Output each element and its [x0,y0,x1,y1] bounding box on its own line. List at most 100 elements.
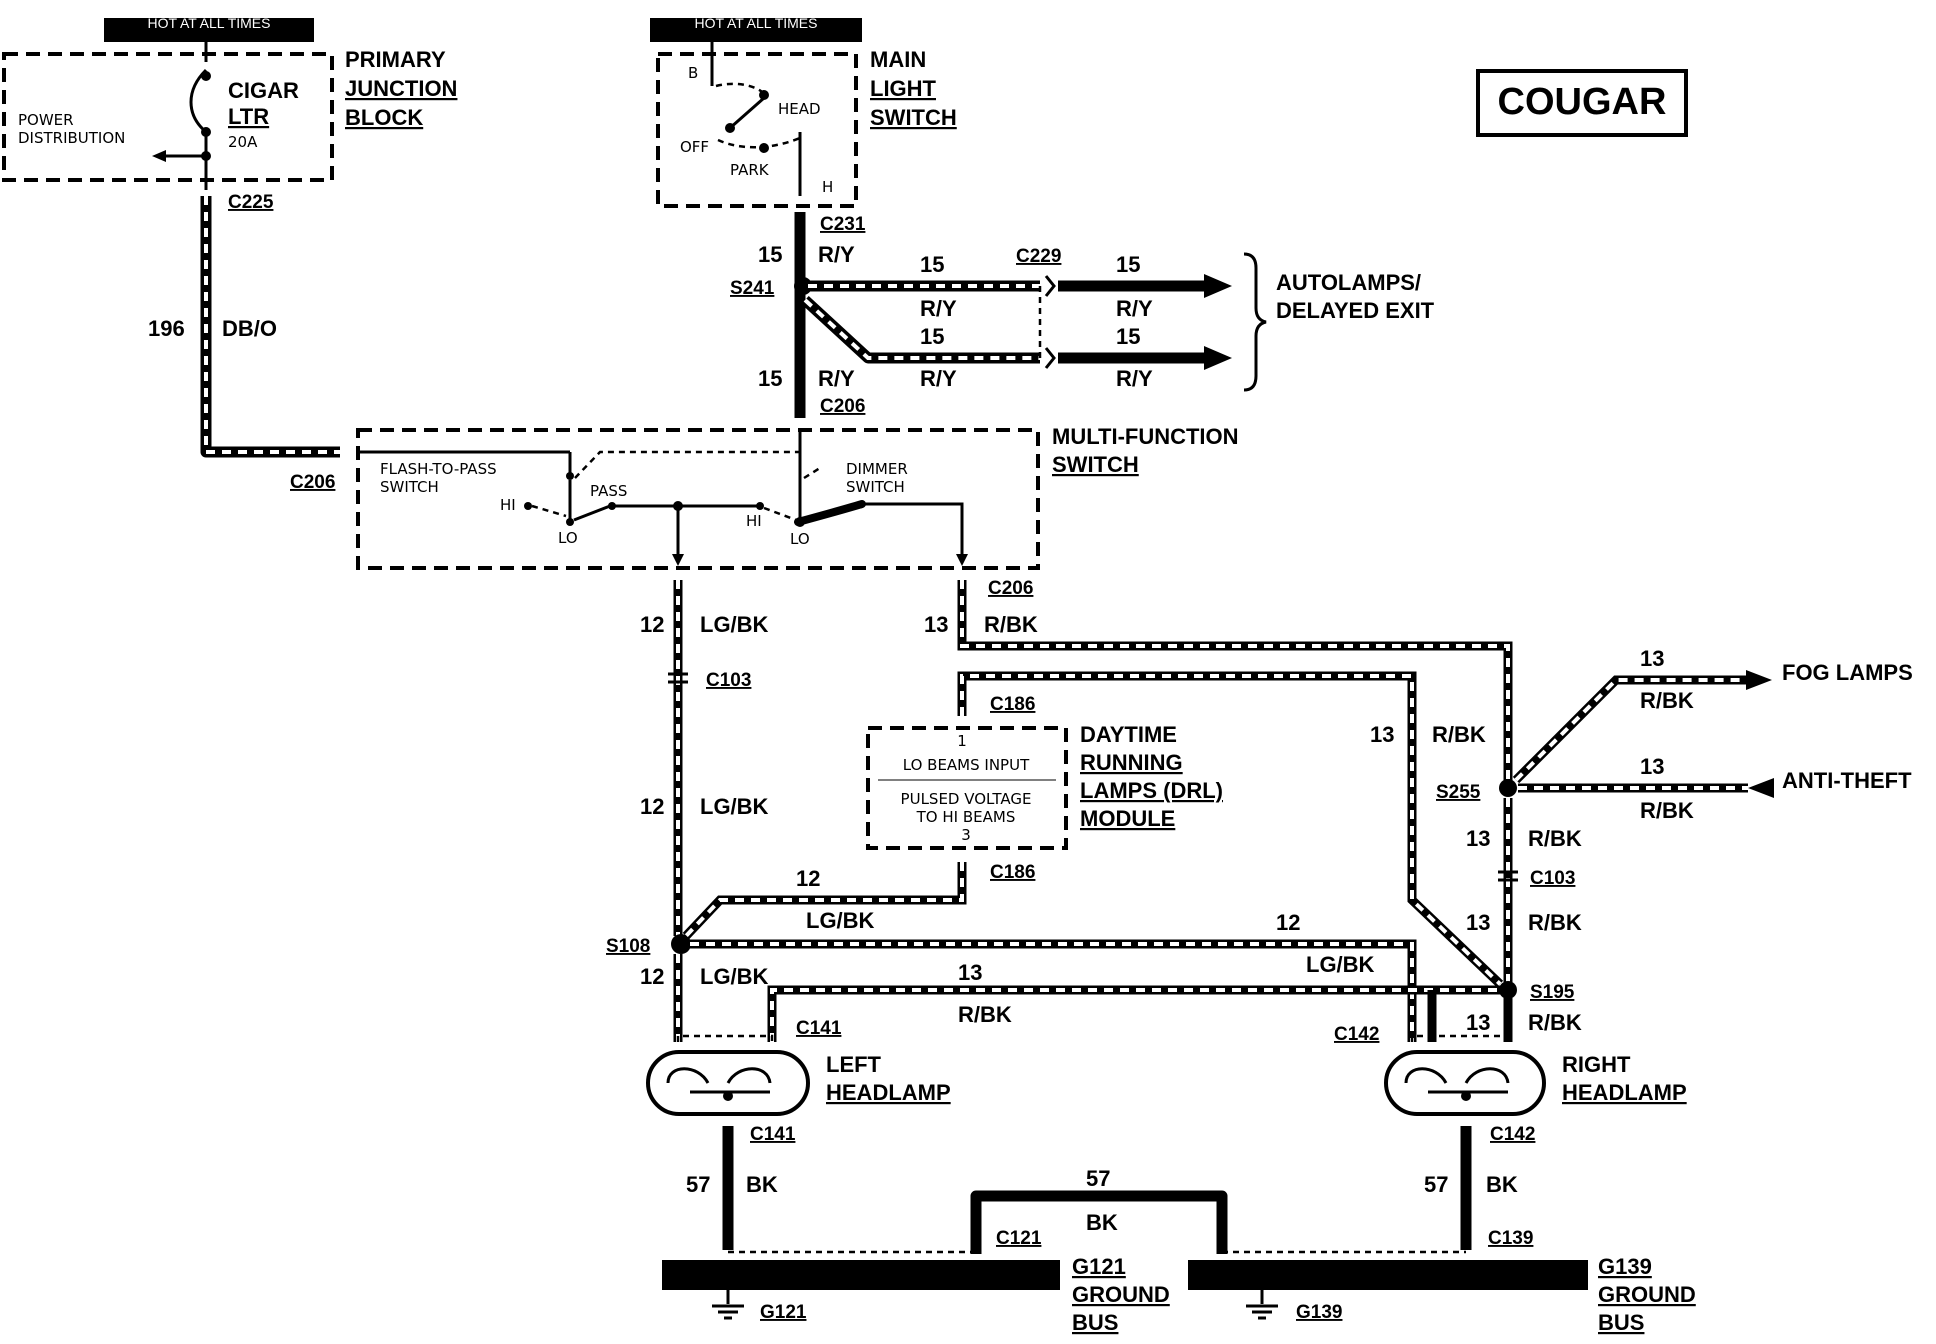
circuit-12-c: 12 [796,866,820,891]
color-db-o: DB/O [222,316,277,341]
circuit-57-link: 57 [1086,1166,1110,1191]
color-r-y-u1: R/Y [920,296,957,321]
dimmer-label-1: DIMMER [846,460,908,478]
s255-label: S255 [1436,782,1481,803]
drl-pin3-label-2: TO HI BEAMS [916,808,1016,826]
wire-12-s108-right-stripe [690,942,1414,1042]
wire-13-drl-in-stripe [960,674,1502,986]
mfs-out-r-bk-arrow [956,554,968,566]
terminal-off: OFF [680,138,709,156]
color-r-bk-e: R/BK [1528,910,1582,935]
wire-13-r-bk-top-stripe [960,580,1510,782]
circuit-13-a: 13 [924,612,948,637]
left-headlamp-top-connector [676,1034,774,1042]
cigar-label: CIGAR [228,78,299,103]
mfs-label-2: SWITCH [1052,452,1139,477]
title: COUGAR [1498,81,1667,123]
s195-label: S195 [1530,982,1575,1003]
right-headlamp-label-1: RIGHT [1562,1052,1631,1077]
circuit-15-top: 15 [758,242,782,267]
main-light-label-3: SWITCH [870,105,957,130]
left-headlamp-ground-pin [723,1091,733,1101]
color-r-bk-c: R/BK [958,1002,1012,1027]
hot-label-left: HOT AT ALL TIMES [148,15,271,31]
color-bk-link: BK [1086,1210,1118,1235]
multi-function-switch-box [356,428,1040,570]
primary-junction-label-2: JUNCTION [345,76,457,101]
color-lg-bk-e: LG/BK [700,964,769,989]
dimmer-label-2: SWITCH [846,478,905,496]
fog-lamps-label: FOG LAMPS [1782,660,1913,685]
ltr-label: LTR [228,104,269,129]
fuse-terminal-top [201,71,211,81]
arrow-upper-out [1204,274,1232,298]
drl-pin1: 1 [957,732,967,750]
wire-13-fog-lamps-stripe [1514,678,1748,782]
circuit-12-d: 12 [1276,910,1300,935]
drl-label-2: RUNNING [1080,750,1183,775]
c103-connector-left [668,672,688,684]
ftp-lo-contact [566,518,574,526]
drl-pin3-label-1: PULSED VOLTAGE [901,790,1032,808]
circuit-12-e: 12 [640,964,664,989]
pass-label: PASS [590,482,627,500]
g139-bus-label-1: G139 [1598,1254,1652,1279]
ftp-hi-contact [524,502,532,510]
dimmer-blade [794,500,866,526]
color-r-y-l1: R/Y [920,366,957,391]
g121-bus-label-2: GROUND [1072,1282,1170,1307]
terminal-h: H [822,178,833,196]
power-distribution-label-1: POWER [18,111,74,129]
circuit-15-l2: 15 [1116,324,1140,349]
drl-label-3: LAMPS (DRL) [1080,778,1223,803]
ftp-lo-label: LO [558,529,578,547]
dimmer-hi-contact [756,502,764,510]
color-bk-left: BK [746,1172,778,1197]
c141-label-top: C141 [796,1018,842,1039]
splice-s255 [1499,779,1517,797]
dimmer-lo-label: LO [790,530,810,548]
c142-label-top: C142 [1334,1024,1379,1045]
c225-label: C225 [228,192,274,213]
autolamps-label-2: DELAYED EXIT [1276,298,1435,323]
right-headlamp-ground-pin [1461,1091,1471,1101]
c186-label-top: C186 [990,694,1035,715]
power-distribution-label-2: DISTRIBUTION [18,129,125,147]
anti-theft-label: ANTI-THEFT [1782,768,1912,793]
wire-12-drl-out-stripe [684,862,964,938]
autolamps-label-1: AUTOLAMPS/ [1276,270,1421,295]
mfs-label-1: MULTI-FUNCTION [1052,424,1239,449]
circuit-196: 196 [148,316,185,341]
circuit-15-u2: 15 [1116,252,1140,277]
left-headlamp-label-1: LEFT [826,1052,882,1077]
ftp-to-pass [573,504,611,522]
circuit-13-fog: 13 [1640,646,1664,671]
primary-junction-label-1: PRIMARY [345,47,446,72]
color-lg-bk-b: LG/BK [700,794,769,819]
splice-s241 [794,277,812,295]
main-light-label-2: LIGHT [870,76,937,101]
color-r-bk-anti: R/BK [1640,798,1694,823]
c229-label: C229 [1016,246,1061,267]
c103-connector-right [1498,870,1518,882]
switch-b-dashed [715,82,766,95]
circuit-57-right: 57 [1424,1172,1448,1197]
color-r-y-top: R/Y [818,242,855,267]
hot-bar-right [650,18,862,42]
g121-ground-icon [712,1290,744,1320]
circuit-13-c: 13 [958,960,982,985]
right-headlamp-top-connector [1410,1034,1510,1042]
g139-label: G139 [1296,1302,1342,1323]
main-light-label-1: MAIN [870,47,926,72]
mfs-out-r-bk [862,502,964,562]
drl-pin1-label: LO BEAMS INPUT [903,756,1030,774]
g121-bus-label-1: G121 [1072,1254,1126,1279]
circuit-13-f: 13 [1466,1010,1490,1035]
splice-s108 [671,934,691,954]
circuit-13-d: 13 [1466,826,1490,851]
color-r-bk-d: R/BK [1528,826,1582,851]
switch-contact-pivot [725,123,735,133]
color-r-bk-a: R/BK [984,612,1038,637]
c103-label-right: C103 [1530,868,1575,889]
